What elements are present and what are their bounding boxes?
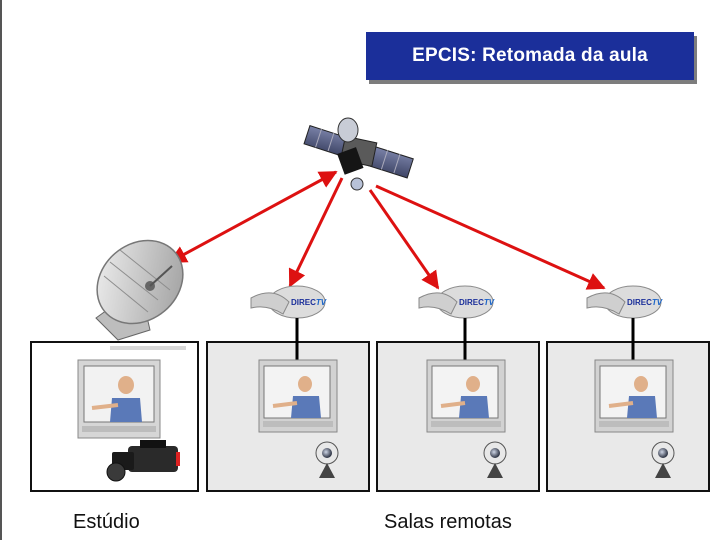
signal-links [168,170,606,290]
downlink-arrow-3 [375,184,606,290]
satellite-receiver-icon: DIRECTV [418,285,495,319]
studio-caption: Estúdio [73,511,140,533]
receiver-brand: DIRECTV [291,298,327,307]
receiver-brand: DIRECTV [459,298,495,307]
video-camera-icon [106,440,180,482]
satellite-receiver-icon: DIRECTV [586,285,663,319]
tv-monitor-icon [77,359,161,439]
webcam-icon [315,441,339,478]
uplink-dish-icon [95,239,184,341]
satellite-receiver-icon: DIRECTV [250,285,327,319]
studio-contents [77,346,186,482]
tv-monitor-icon [594,359,674,433]
remote-setup-3: DIRECTV [586,285,675,478]
remote-setup-2: DIRECTV [418,285,507,478]
slide-left-border [0,0,2,540]
remote-rooms-caption: Salas remotas [384,511,512,533]
satellite-icon [303,117,414,191]
tv-monitor-icon [258,359,338,433]
receiver-brand: DIRECTV [627,298,663,307]
title-banner: EPCIS: Retomada da aula [366,32,694,80]
page-title: EPCIS: Retomada da aula [412,45,648,66]
downlink-arrow-2 [368,189,440,290]
webcam-icon [651,441,675,478]
remote-setup-1: DIRECTV [250,285,339,478]
downlink-arrow-1 [288,177,344,288]
tv-monitor-icon [426,359,506,433]
webcam-icon [483,441,507,478]
uplink-arrow [168,170,338,264]
